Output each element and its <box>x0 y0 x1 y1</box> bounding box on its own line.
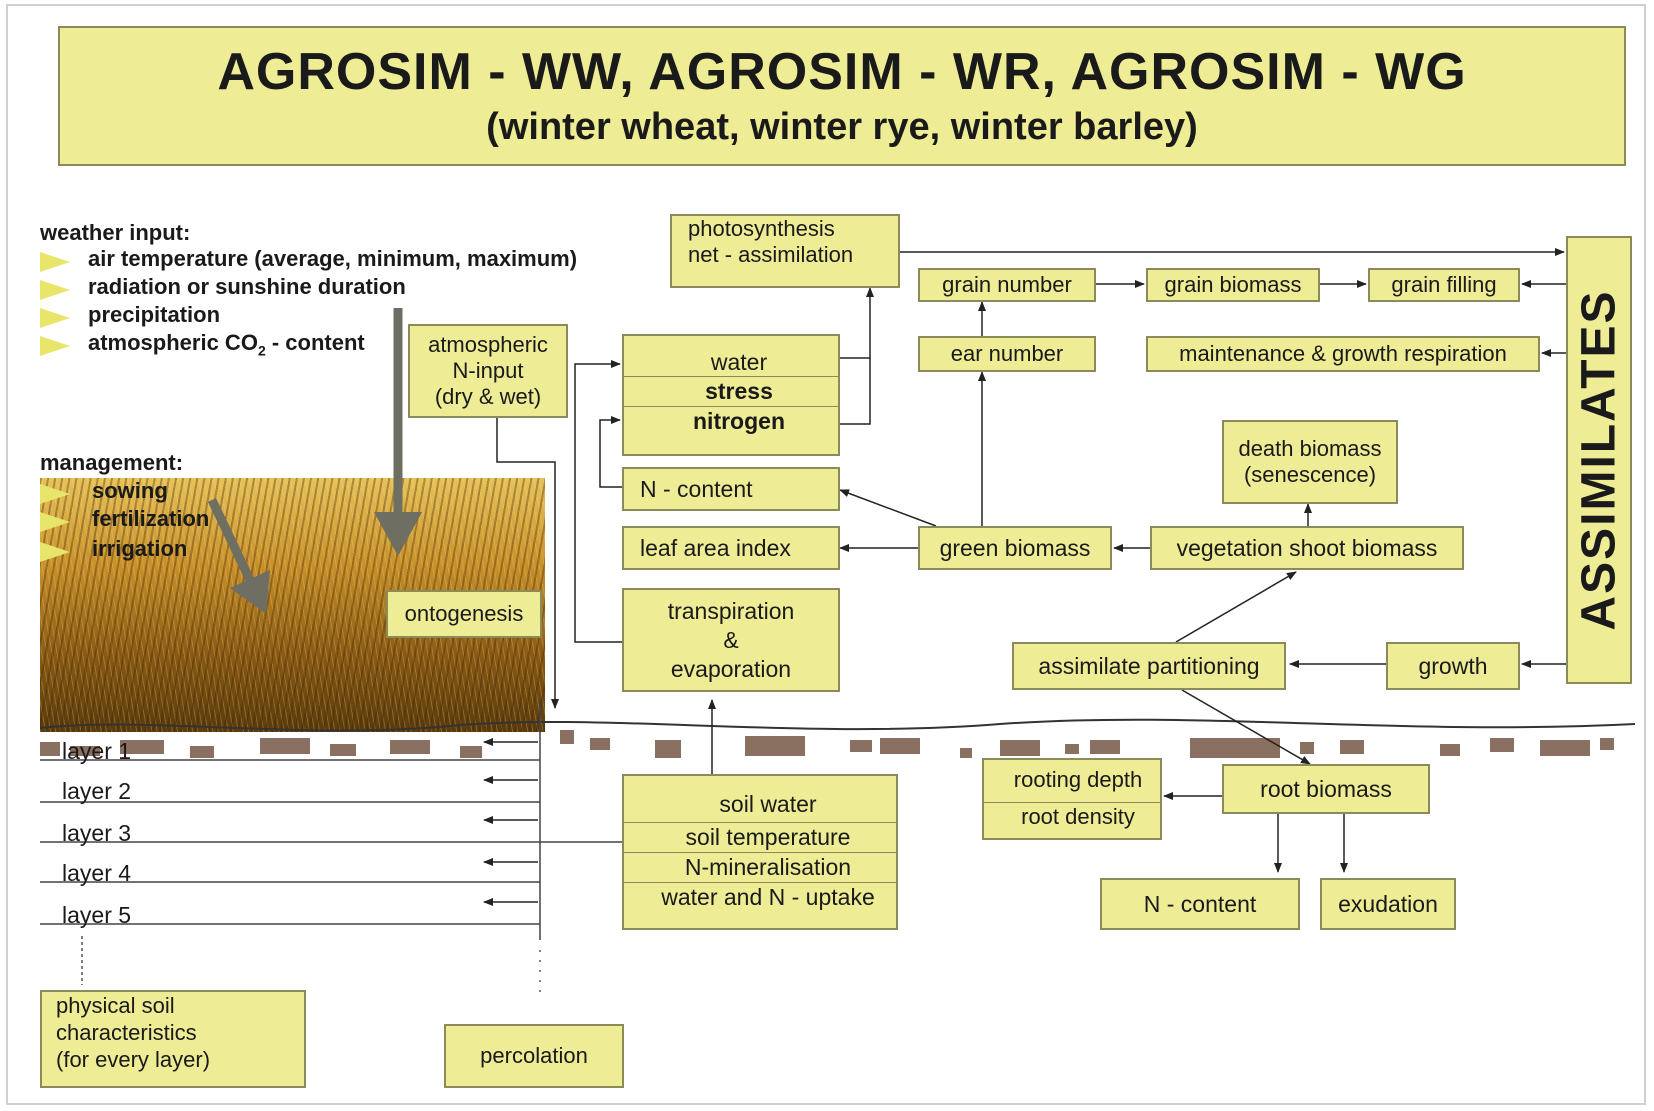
growth-box: growth <box>1386 642 1520 690</box>
layer-3-label: layer 3 <box>62 820 132 846</box>
grain-number-box: grain number <box>918 268 1096 302</box>
weather-co2: atmospheric CO2 - content <box>88 330 365 359</box>
percolation-box: percolation <box>444 1024 624 1088</box>
assimilate-partitioning-box: assimilate partitioning <box>1012 642 1286 690</box>
soil-temperature: soil temperature <box>624 822 896 851</box>
transpiration-box: transpiration&evaporation <box>622 588 840 692</box>
bullet-arrow-icon <box>40 336 70 356</box>
death-biomass-box: death biomass(senescence) <box>1222 420 1398 504</box>
root-density: root density <box>984 802 1160 831</box>
weather-heading: weather input: <box>40 220 191 245</box>
root-n-content-box: N - content <box>1100 878 1300 930</box>
management-heading: management: <box>40 450 184 475</box>
maintenance-respiration-box: maintenance & growth respiration <box>1146 336 1540 372</box>
root-biomass-box: root biomass <box>1222 764 1430 814</box>
weather-radiation: radiation or sunshine duration <box>88 274 406 299</box>
stress-nitrogen: nitrogen <box>624 406 838 435</box>
stress-box: water stress nitrogen <box>622 334 840 456</box>
bullet-arrow-icon <box>40 252 70 272</box>
green-biomass-box: green biomass <box>918 526 1112 570</box>
leaf-area-index-box: leaf area index <box>622 526 840 570</box>
weather-precipitation: precipitation <box>88 302 221 327</box>
assimilates-box: ASSIMILATES <box>1566 236 1632 684</box>
bullet-arrow-icon <box>40 280 70 300</box>
layer-1-label: layer 1 <box>62 738 132 764</box>
stress-label: stress <box>624 376 838 405</box>
ontogenesis-box: ontogenesis <box>386 590 542 638</box>
n-content-box: N - content <box>622 467 840 511</box>
management-irrigation: irrigation <box>92 536 188 561</box>
grain-filling-box: grain filling <box>1368 268 1520 302</box>
diagram-frame <box>6 4 1646 1105</box>
exudation-box: exudation <box>1320 878 1456 930</box>
water-n-uptake: water and N - uptake <box>624 882 896 911</box>
bullet-arrow-icon <box>40 484 70 504</box>
management-sowing: sowing <box>92 478 168 503</box>
stress-water: water <box>710 349 768 375</box>
assimilates-label: ASSIMILATES <box>1572 289 1626 631</box>
bullet-arrow-icon <box>40 512 70 532</box>
layer-2-label: layer 2 <box>62 778 132 804</box>
layer-4-label: layer 4 <box>62 860 132 886</box>
title-subtitle: (winter wheat, winter rye, winter barley… <box>486 106 1198 148</box>
weather-air-temperature: air temperature (average, minimum, maxim… <box>88 246 578 271</box>
title-banner: AGROSIM - WW, AGROSIM - WR, AGROSIM - WG… <box>58 26 1626 166</box>
layer-5-label: layer 5 <box>62 902 132 928</box>
soil-processes-box: soil water soil temperature N-mineralisa… <box>622 774 898 930</box>
management-fertilization: fertilization <box>92 506 210 531</box>
grain-biomass-box: grain biomass <box>1146 268 1320 302</box>
rooting-depth: rooting depth <box>1013 767 1143 792</box>
ear-number-box: ear number <box>918 336 1096 372</box>
vegetation-shoot-biomass-box: vegetation shoot biomass <box>1150 526 1464 570</box>
title-main: AGROSIM - WW, AGROSIM - WR, AGROSIM - WG <box>217 43 1467 101</box>
n-mineralisation: N-mineralisation <box>624 852 896 881</box>
bullet-arrow-icon <box>40 308 70 328</box>
bullet-arrow-icon <box>40 542 70 562</box>
soil-water: soil water <box>719 791 817 817</box>
rooting-box: rooting depth root density <box>982 758 1162 840</box>
